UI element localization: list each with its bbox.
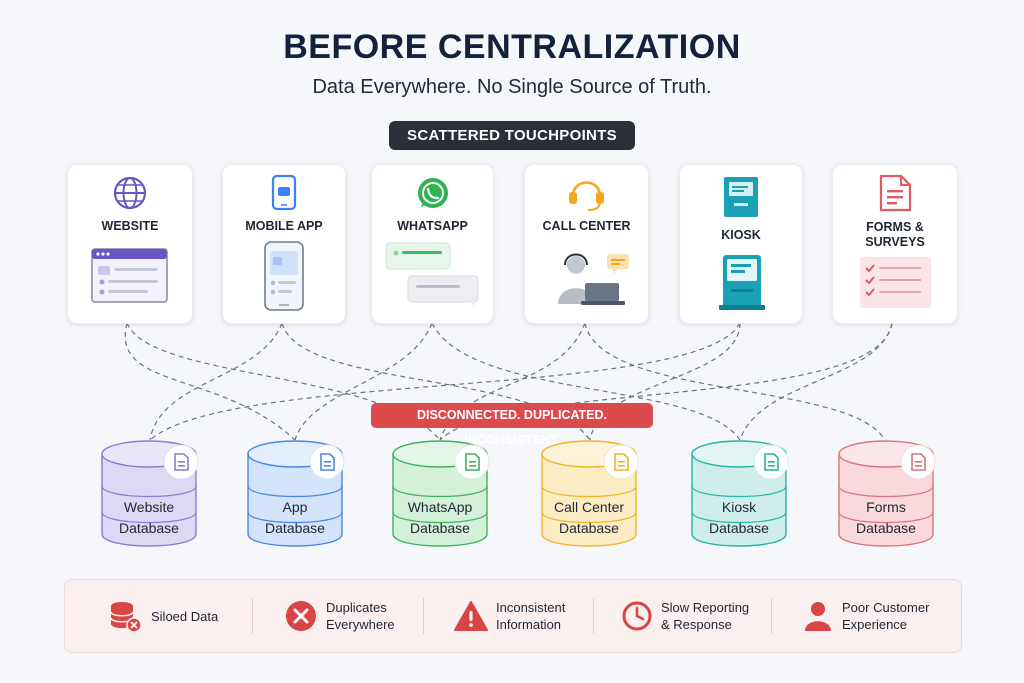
page-title: BEFORE CENTRALIZATION [283,28,741,66]
database-label: Database [856,520,916,536]
issue-label: Poor Customer Experience [842,600,930,632]
form-icon [860,174,931,308]
issue-duplicates: Duplicates Everywhere [285,580,425,652]
database-label: App [282,499,308,515]
database-cylinder [101,440,199,547]
document-icon [454,444,490,480]
database-cylinder [392,440,490,547]
database-error-icon [110,602,142,633]
database-label: Database [709,520,769,536]
document-icon [900,444,936,480]
document-icon [309,444,345,480]
kiosk-icon [719,177,765,310]
section-label: SCATTERED TOUCHPOINTS [389,121,635,150]
database-label: Database [410,520,470,536]
touchpoint-label: KIOSK [721,228,761,242]
issues-bar: Siloed Data Duplicates Everywhere Incons… [64,579,962,653]
warning-triangle-icon [454,601,488,631]
database-cylinder [541,440,639,547]
warning-banner: DISCONNECTED. DUPLICATED. INCONSISTENT. [371,403,653,447]
error-circle-icon [286,601,316,631]
database-forms: Forms Database [830,438,960,552]
agent-illustration [558,253,629,305]
touchpoint-card-forms-surveys: FORMS & SURVEYS [832,164,958,324]
whatsapp-icon [385,178,479,307]
chat-bubbles-illustration [385,242,479,307]
divider [771,598,772,634]
phone-screen-illustration [264,241,304,311]
divider [593,598,594,634]
divider [423,598,424,634]
issue-label: Duplicates Everywhere [326,600,395,632]
touchpoint-label: MOBILE APP [245,219,323,233]
touchpoint-card-kiosk: KIOSK [679,164,803,324]
touchpoint-card-whatsapp: WHATSAPP [371,164,494,324]
database-label: Database [119,520,179,536]
database-call-center: Call Center Database [533,438,663,552]
issue-label: Siloed Data [151,609,219,624]
touchpoint-label: WHATSAPP [397,219,468,233]
database-label: Forms [866,499,906,515]
document-icon [603,444,639,480]
divider [252,598,253,634]
user-icon [805,602,831,631]
database-label: Database [559,520,619,536]
database-label: Website [123,499,175,515]
database-cylinder [838,440,936,547]
issue-label: Inconsistent Information [496,600,566,632]
touchpoint-label: WEBSITE [101,219,159,233]
touchpoint-card-mobile-app: MOBILE APP [222,164,346,324]
issue-slow-reporting: Slow Reporting & Response [621,580,781,652]
database-whatsapp: WhatsApp Database [384,438,514,552]
database-website: Website Database [93,438,223,552]
browser-window-icon [91,248,168,303]
database-app: App Database [239,438,369,552]
touchpoint-label: SURVEYS [865,235,925,249]
issue-siloed-data: Siloed Data [109,580,259,652]
database-label: Call Center [553,499,625,515]
document-icon [753,444,789,480]
headset-icon [558,181,629,305]
document-icon [163,444,199,480]
database-kiosk: Kiosk Database [683,438,813,552]
checklist-illustration [860,257,931,308]
touchpoint-card-website: WEBSITE [67,164,193,324]
globe-icon [91,176,168,303]
database-cylinder [247,440,345,547]
smartphone-icon [264,174,304,311]
issue-poor-customer-experience: Poor Customer Experience [802,580,952,652]
database-label: WhatsApp [407,499,473,515]
clock-icon [622,601,652,631]
page-subtitle: Data Everywhere. No Single Source of Tru… [312,76,712,98]
database-label: Kiosk [721,499,757,515]
database-label: Database [265,520,325,536]
issue-label: Slow Reporting & Response [661,600,750,632]
touchpoint-card-call-center: CALL CENTER [524,164,649,324]
kiosk-machine-illustration [719,255,765,310]
touchpoint-label: FORMS & [866,220,924,234]
database-cylinder [691,440,789,547]
issue-inconsistent: Inconsistent Information [454,580,594,652]
touchpoint-label: CALL CENTER [542,219,631,233]
